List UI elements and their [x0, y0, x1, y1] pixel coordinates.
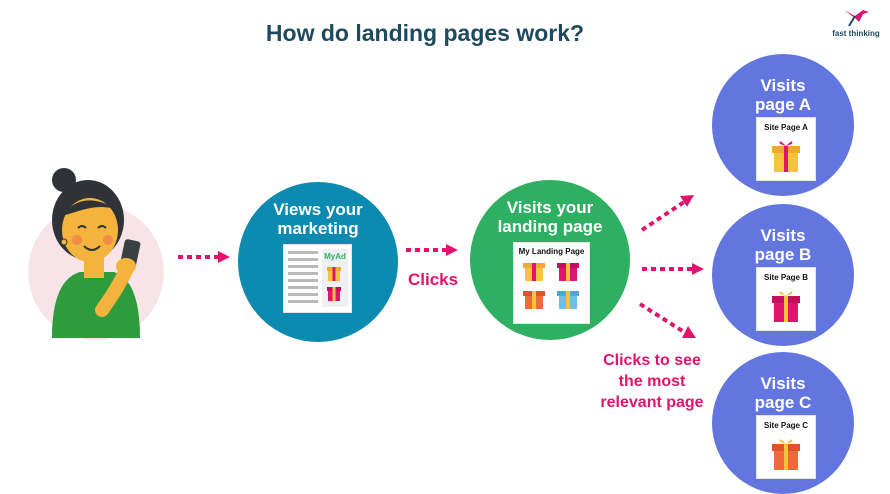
landing-title-line1: Visits your	[506, 198, 594, 217]
arrow-to-page-a	[640, 195, 694, 232]
site-page-c-card: Site Page C	[757, 416, 815, 478]
landing-card-title: My Landing Page	[518, 247, 585, 256]
arrow-to-landing	[406, 244, 458, 256]
page-c-title-line2: page C	[754, 393, 812, 412]
site-page-c-label: Site Page C	[763, 421, 808, 430]
brand-logo[interactable]: fast thinking	[830, 4, 882, 38]
arrow-to-marketing	[178, 251, 230, 263]
relevant-line3: relevant page	[600, 394, 704, 411]
landing-title-line2: landing page	[497, 217, 603, 236]
relevant-line2: the most	[618, 373, 686, 390]
page-b-title-line1: Visits	[760, 226, 806, 245]
arrow-to-page-b	[642, 263, 704, 275]
gift-icon-a	[772, 141, 800, 172]
page-title: How do landing pages work?	[265, 20, 585, 46]
ad-label: MyAd	[324, 252, 346, 261]
gift-icon-c	[772, 439, 800, 470]
logo-text: fast thinking	[832, 29, 880, 38]
marketing-title-line2: marketing	[277, 219, 359, 238]
page-a-title-line1: Visits	[760, 76, 806, 95]
page-c-title-line1: Visits	[760, 374, 806, 393]
page-b-title-line2: page B	[754, 245, 812, 264]
site-page-a-label: Site Page A	[764, 123, 808, 132]
gift-icons	[523, 263, 579, 309]
ad-card: MyAd	[284, 245, 351, 312]
relevant-line1: Clicks to see	[603, 352, 701, 369]
hummingbird-icon	[844, 10, 869, 27]
site-page-b-label: Site Page B	[763, 273, 808, 282]
site-page-a-card: Site Page A	[757, 118, 815, 180]
relevant-page-label: Clicks to see the most relevant page	[590, 350, 714, 413]
site-page-b-card: Site Page B	[757, 268, 815, 330]
person-with-phone-illustration	[28, 168, 164, 340]
clicks-label: Clicks	[408, 270, 459, 289]
gift-icon-b	[772, 291, 800, 322]
article-lines	[288, 249, 348, 307]
landing-page-card: My Landing Page	[514, 243, 589, 323]
marketing-title-line1: Views your	[273, 200, 363, 219]
page-a-title-line2: page A	[754, 95, 812, 114]
arrow-to-page-c	[638, 302, 696, 338]
